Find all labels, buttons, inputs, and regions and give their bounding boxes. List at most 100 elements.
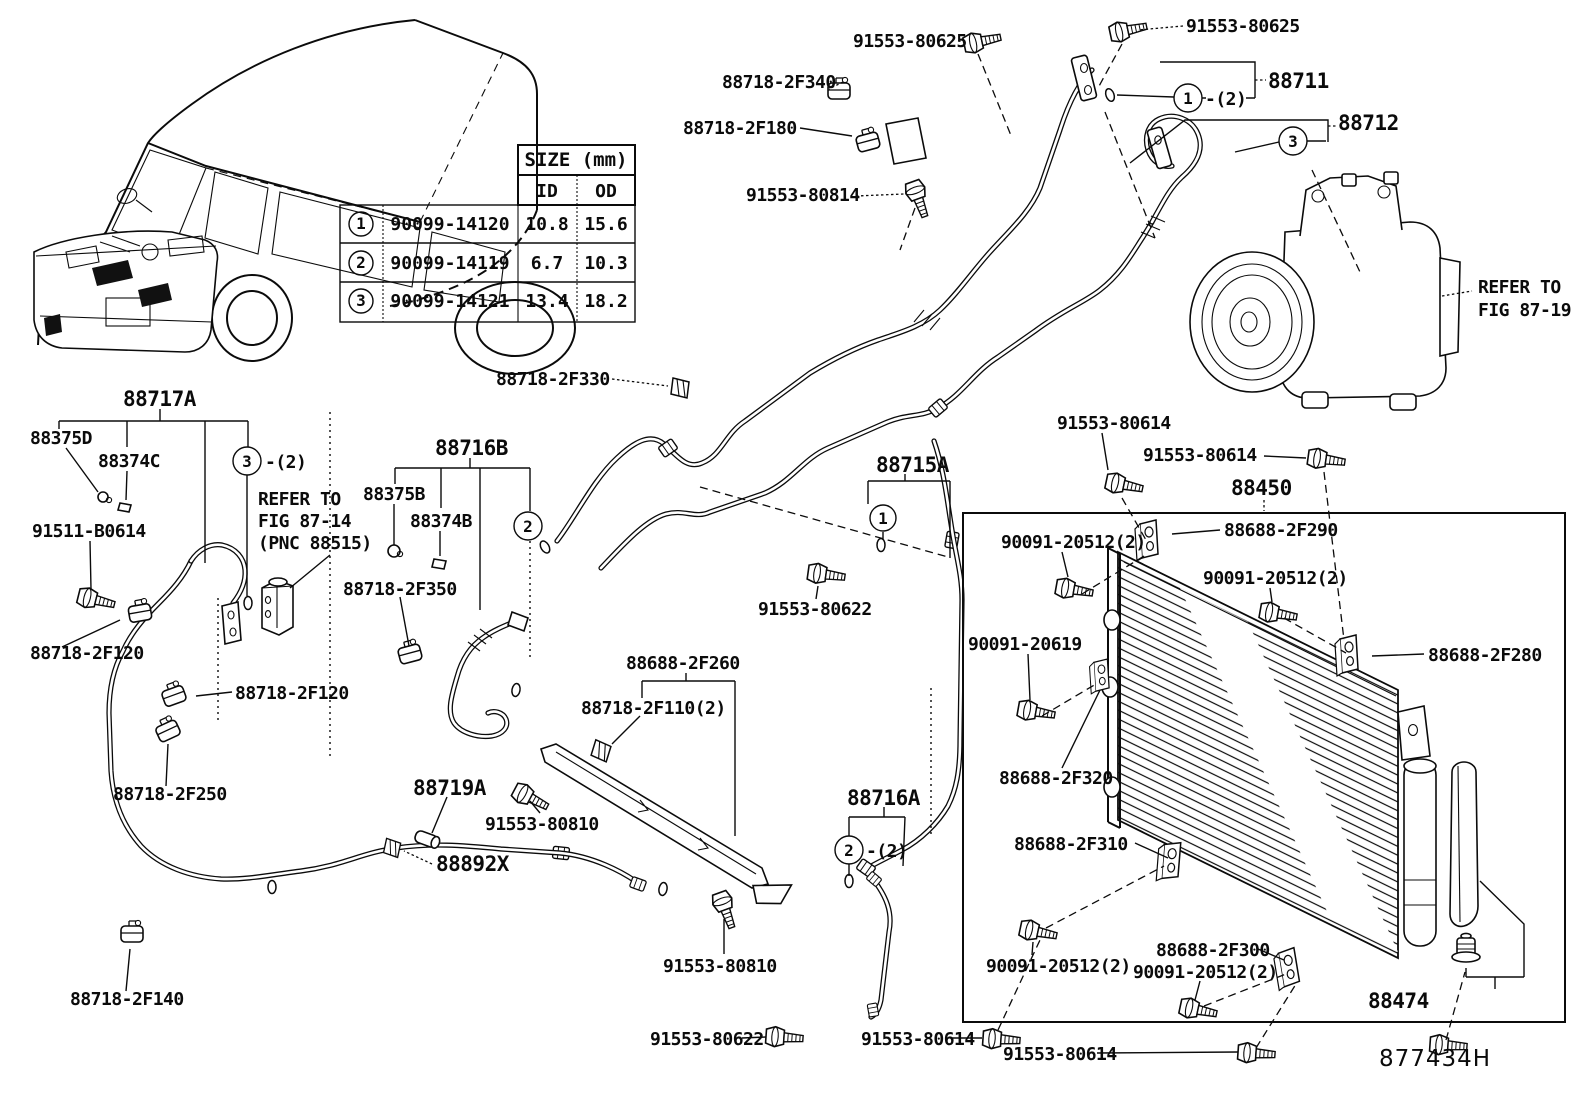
part-label-91553-80622[interactable]: 91553-80622 [650,1029,764,1050]
part-label-88374B[interactable]: 88374B [410,511,473,532]
svg-text:1: 1 [1183,89,1193,108]
callout-3-top[interactable]: 3 [1278,126,1308,156]
bolt-91553-80614 [1236,1041,1277,1066]
callout-1-top[interactable]: 1 -(2) [1173,83,1247,113]
size-row-od: 10.3 [584,253,627,274]
size-row-part[interactable]: 90099-14120 [390,214,509,235]
size-row-num: 1 [356,214,366,233]
part-label-88718-2F140[interactable]: 88718-2F140 [70,989,184,1010]
part-label-88718-2F120[interactable]: 88718-2F120 [235,683,349,704]
part-label-88711[interactable]: 88711 [1268,69,1329,93]
part-label-88718-2F180[interactable]: 88718-2F180 [683,118,797,139]
part-label-88375B[interactable]: 88375B [363,484,426,505]
grommet-88375D [97,491,113,504]
part-label-91553-80810[interactable]: 91553-80810 [485,814,599,835]
part-label-88688-2F300[interactable]: 88688-2F300 [1156,940,1270,961]
size-row-id: 10.8 [525,214,568,235]
size-row-id: 13.4 [525,291,569,312]
bolt-91553-80814 [902,177,936,221]
callout-markers: 1 -(2) 3 3 -(2) 2 1 2 -(2) [232,83,1308,865]
o-ring [243,595,253,611]
part-label-88718-2F330[interactable]: 88718-2F330 [496,369,610,390]
part-label-88718-2F350[interactable]: 88718-2F350 [343,579,457,600]
size-row-od: 18.2 [584,291,627,312]
part-label-91553-80814[interactable]: 91553-80814 [746,185,861,206]
part-label-91553-80614[interactable]: 91553-80614 [861,1029,976,1050]
clip-88718-2F330 [670,377,690,399]
part-label-91511-B0614[interactable]: 91511-B0614 [32,521,147,542]
condenser-mount-rail [540,743,793,905]
part-label-88892X[interactable]: 88892X [436,852,510,876]
filter-plug-88474 [1451,932,1481,963]
note-refer-fig-87-14: REFER TO [258,489,341,510]
fasteners [75,15,1469,1066]
part-label-88688-2F320[interactable]: 88688-2F320 [999,768,1113,789]
size-row-id: 6.7 [531,253,564,274]
callout-2-mid[interactable]: 2 [513,511,543,541]
part-label-88718-2F250[interactable]: 88718-2F250 [113,784,227,805]
ac-pipe-88715a [855,438,965,879]
part-label-90091-20619[interactable]: 90091-20619 [968,634,1082,655]
bolt-90091-20512 [1177,995,1220,1025]
part-label-88716B[interactable]: 88716B [435,436,508,460]
note-refer-fig-87-14: FIG 87-14 [258,511,352,532]
flex-hose-braiding [913,215,1166,331]
part-label-88715A[interactable]: 88715A [876,453,950,477]
part-label-91553-80614[interactable]: 91553-80614 [1057,413,1172,434]
bolt-91553-80810 [509,779,553,817]
part-label-88719A[interactable]: 88719A [413,776,487,800]
o-ring [510,682,522,698]
valve-88374C [116,502,133,513]
callout-1-mid[interactable]: 1 [869,504,897,532]
part-label-88374C[interactable]: 88374C [98,451,161,472]
part-label-91553-80625[interactable]: 91553-80625 [853,31,967,52]
part-label-88688-2F310[interactable]: 88688-2F310 [1014,834,1128,855]
part-label-88688-2F290[interactable]: 88688-2F290 [1224,520,1338,541]
part-label-88688-2F280[interactable]: 88688-2F280 [1428,645,1542,666]
part-label-91553-80622[interactable]: 91553-80622 [758,599,872,620]
size-row-part[interactable]: 90099-14119 [390,253,509,274]
part-label-88474[interactable]: 88474 [1368,989,1429,1013]
clamp-88718-2F140 [120,919,144,943]
part-label-88688-2F260[interactable]: 88688-2F260 [626,653,740,674]
callout-3-left[interactable]: 3 -(2) [232,446,307,476]
o-ring [844,873,854,889]
svg-text:2: 2 [523,517,533,536]
bracket-88688-2F280 [1334,634,1359,677]
clip-88892X [382,837,402,859]
part-label-88718-2F110[interactable]: 88718-2F110(2) [581,698,726,719]
o-ring [1103,86,1117,104]
part-label-88718-2F340[interactable]: 88718-2F340 [722,72,836,93]
part-label-90091-20512[interactable]: 90091-20512(2) [1001,532,1146,553]
bolt-91553-80622 [805,561,847,588]
part-label-91553-80614[interactable]: 91553-80614 [1143,445,1258,466]
part-label-88450[interactable]: 88450 [1231,476,1292,500]
diagram-code: 877434H [1379,1046,1491,1072]
size-row-part[interactable]: 90099-14121 [390,291,509,312]
part-label-90091-20512[interactable]: 90091-20512(2) [986,956,1131,977]
note-refer-fig-87-19: REFER TO [1478,277,1561,298]
bolt-90091-20512 [1257,599,1300,628]
bolt-91553-80625 [961,26,1004,56]
part-label-88717A[interactable]: 88717A [123,387,197,411]
part-label-91553-80625[interactable]: 91553-80625 [1186,16,1300,37]
callout-suffix: -(2) [866,841,907,862]
size-row-num: 3 [356,291,366,310]
part-label-90091-20512[interactable]: 90091-20512(2) [1133,962,1278,983]
part-label-91553-80614[interactable]: 91553-80614 [1003,1044,1118,1065]
ac-pipe-88712 [598,113,1203,571]
part-label-88712[interactable]: 88712 [1338,111,1399,135]
part-label-88718-2F120[interactable]: 88718-2F120 [30,643,144,664]
callout-2-bottom[interactable]: 2 -(2) [834,835,908,865]
part-label-90091-20512[interactable]: 90091-20512(2) [1203,568,1348,589]
callout-suffix: -(2) [265,452,306,473]
part-label-91553-80810[interactable]: 91553-80810 [663,956,777,977]
size-table-col-id: ID [536,181,558,202]
o-ring [537,538,553,556]
condenser-assembly-box [962,512,1566,1023]
size-table: SIZE (mm) ID OD 1 90099-14120 10.8 15.6 … [339,144,636,323]
part-label-88716A[interactable]: 88716A [847,786,921,810]
part-label-88375D[interactable]: 88375D [30,428,93,449]
